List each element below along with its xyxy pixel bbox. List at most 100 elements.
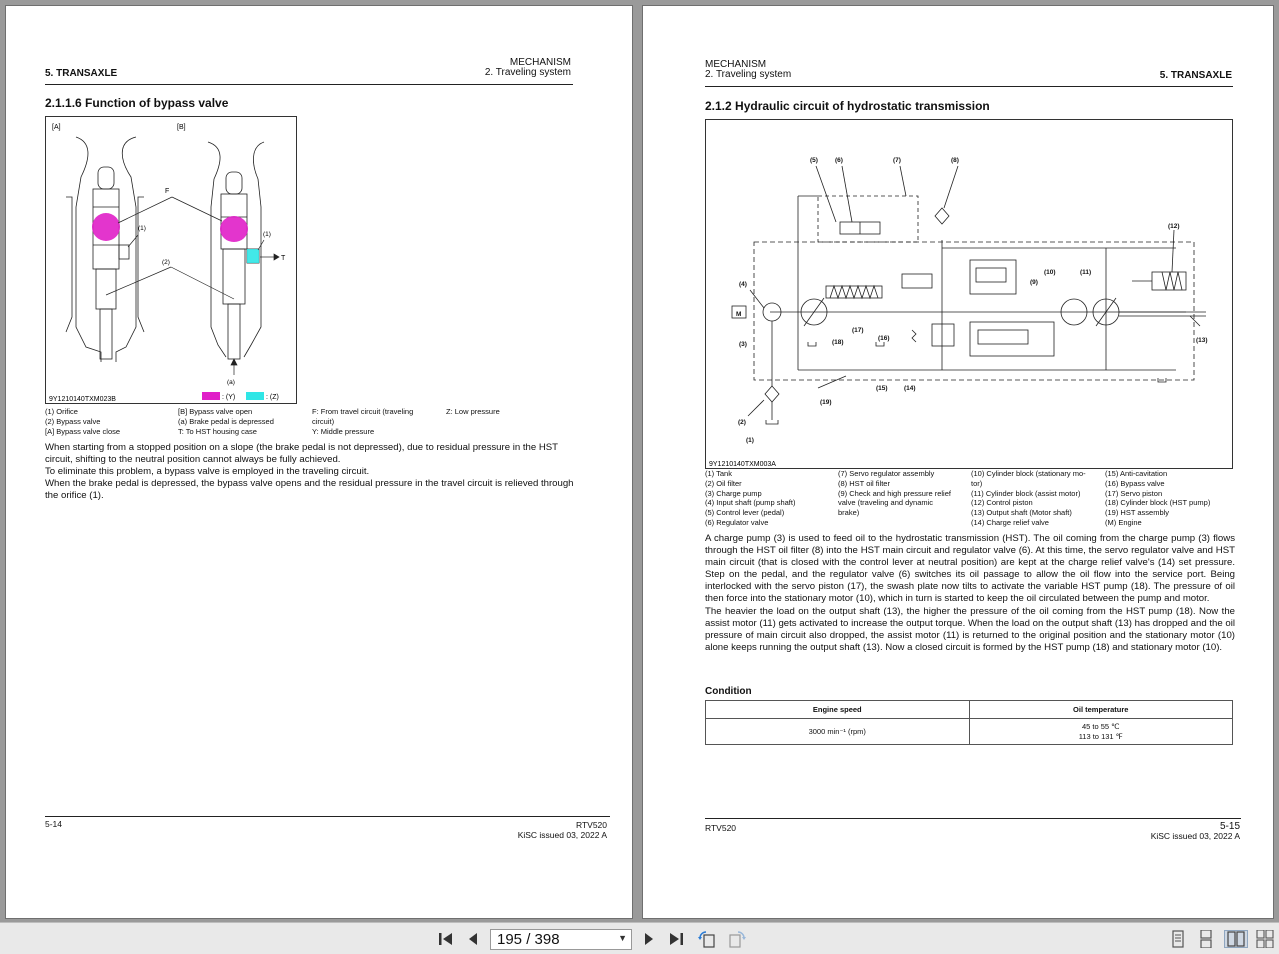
key-z-label: : (Z) — [266, 394, 279, 401]
legend-item: valve (traveling and dynamic — [838, 498, 934, 508]
footer-rule — [705, 818, 1241, 819]
label-orifice-b: (1) — [263, 231, 271, 238]
panel-b-label: [B] — [177, 124, 186, 131]
footer-model: RTV520 — [575, 820, 607, 830]
hydraulic-circuit-diagram: (5) (6) (7) (8) (12) (4) M (3) (17) (18)… — [709, 157, 1208, 468]
legend-item: (7) Servo regulator assembly — [838, 469, 935, 478]
legend-item: (15) Anti-cavitation — [1105, 469, 1168, 478]
legend-item: (6) Regulator valve — [705, 517, 769, 527]
footer-issue: KiSC issued 03, 2022 A — [517, 829, 607, 840]
label-orifice-a: (1) — [138, 225, 146, 232]
legend-item: (17) Servo piston — [1105, 488, 1163, 498]
viewer-toolbar: 195 / 398 ▼ — [0, 922, 1279, 954]
body-text: When starting from a stopped position on… — [45, 442, 575, 502]
footer-info: 5-15 KiSC issued 03, 2022 A — [1151, 822, 1240, 841]
legend-item: (4) Input shaft (pump shaft) — [705, 498, 796, 508]
condition-table: Engine speed Oil temperature 3000 min⁻¹ … — [705, 700, 1233, 745]
key-y-label: : (Y) — [222, 394, 235, 401]
label-f: F — [165, 188, 169, 195]
key-y-swatch — [202, 392, 220, 400]
footer-page-number: 5-14 — [45, 819, 63, 829]
rotate-ccw-icon[interactable] — [696, 930, 718, 948]
hydraulic-circuit-figure: (5) (6) (7) (8) (12) (4) M (3) (17) (18)… — [705, 119, 1233, 469]
label-11: (11) — [1080, 269, 1091, 276]
page-number-select[interactable]: 195 / 398 ▼ — [490, 929, 632, 950]
legend-item: (14) Charge relief valve — [971, 517, 1049, 527]
paragraph: A charge pump (3) is used to feed oil to… — [705, 533, 1235, 605]
legend-col-1: (1) Orifice (2) Bypass valve [A] Bypass … — [45, 407, 120, 436]
legend-item: (3) Charge pump — [705, 488, 762, 498]
label-t: T — [281, 255, 286, 262]
paragraph: To eliminate this problem, a bypass valv… — [45, 466, 370, 478]
paragraph: When the brake pedal is depressed, the b… — [45, 478, 574, 502]
legend-col-2: [B] Bypass valve open (a) Brake pedal is… — [178, 407, 274, 436]
legend-item: (11) Cylinder block (assist motor) — [971, 488, 1081, 498]
last-page-icon[interactable] — [666, 930, 686, 948]
header-rule — [45, 84, 573, 85]
label-12: (12) — [1168, 223, 1180, 230]
section-header: MECHANISM 2. Traveling system — [705, 60, 791, 80]
legend-item: brake) — [838, 508, 860, 518]
legend-item: (13) Output shaft (Motor shaft) — [971, 508, 1072, 518]
rotate-cw-icon[interactable] — [726, 930, 748, 948]
footer-rule — [45, 816, 610, 817]
section-title: 2.1.2 Hydraulic circuit of hydrostatic t… — [705, 99, 990, 113]
label-13: (13) — [1196, 337, 1208, 344]
condition-title: Condition — [705, 686, 752, 697]
table-row: 3000 min⁻¹ (rpm) 45 to 55 ℃ 113 to 131 ℉ — [705, 718, 1233, 745]
footer-page-number: 5-15 — [1219, 821, 1240, 832]
label-9: (9) — [1030, 279, 1038, 286]
label-14: (14) — [904, 385, 916, 392]
two-page-continuous-icon[interactable] — [1254, 930, 1276, 948]
chevron-down-icon: ▼ — [618, 933, 627, 943]
legend-item: (5) Control lever (pedal) — [705, 508, 785, 518]
label-10: (10) — [1044, 269, 1056, 276]
first-page-icon[interactable] — [436, 930, 456, 948]
continuous-icon[interactable] — [1196, 930, 1216, 948]
label-7: (7) — [893, 157, 901, 164]
paragraph: The heavier the load on the output shaft… — [705, 605, 1235, 653]
legend-item: F: From travel circuit (traveling — [312, 407, 414, 416]
label-bypass-valve: (2) — [162, 259, 170, 266]
legend-item: tor) — [971, 478, 983, 488]
section-header: MECHANISM 2. Traveling system — [485, 58, 571, 78]
legend-item: Y: Middle pressure — [312, 426, 375, 436]
legend-item: (12) Control piston — [971, 498, 1033, 508]
single-page-icon[interactable] — [1168, 930, 1188, 948]
label-4: (4) — [739, 281, 747, 288]
label-17: (17) — [852, 327, 864, 334]
legend-item: (8) HST oil filter — [838, 478, 890, 488]
header-line-1: MECHANISM — [509, 57, 571, 68]
legend-col-4: Z: Low pressure — [446, 407, 500, 417]
legend-col-4: (15) Anti-cavitation (16) Bypass valve (… — [1105, 469, 1210, 528]
label-3: (3) — [739, 341, 747, 348]
legend-item: (16) Bypass valve — [1105, 478, 1165, 488]
legend-item: (M) Engine — [1105, 517, 1142, 527]
label-16: (16) — [878, 335, 890, 342]
header-rule — [705, 86, 1233, 87]
legend-col-2: (7) Servo regulator assembly (8) HST oil… — [838, 469, 951, 518]
table-cell-temperature: 45 to 55 ℃ 113 to 131 ℉ — [968, 718, 1233, 745]
label-2: (2) — [738, 419, 746, 426]
prev-page-icon[interactable] — [464, 930, 482, 948]
legend-item: (2) Oil filter — [705, 478, 742, 488]
footer-issue: KiSC issued 03, 2022 A — [1150, 830, 1240, 841]
section-title: 2.1.1.6 Function of bypass valve — [45, 96, 229, 110]
chapter-header: 5. TRANSAXLE — [1159, 70, 1232, 81]
label-6: (6) — [835, 157, 843, 164]
header-line-1: MECHANISM — [705, 59, 767, 70]
bypass-valve-drawing: [A] [B] F (1) (1) (2) T (a) 9Y1210140TXM… — [49, 124, 286, 403]
two-page-icon[interactable] — [1224, 930, 1248, 948]
temp-celsius: 45 to 55 ℃ — [1081, 721, 1120, 731]
legend-item: T: To HST housing case — [178, 426, 257, 436]
label-5: (5) — [810, 157, 818, 164]
label-8: (8) — [951, 157, 959, 164]
legend-col-3: (10) Cylinder block (stationary mo- tor)… — [971, 469, 1086, 528]
bypass-valve-figure: [A] [B] F (1) (1) (2) T (a) 9Y1210140TXM… — [45, 116, 297, 404]
panel-a-label: [A] — [52, 124, 61, 131]
label-a: (a) — [227, 379, 235, 386]
legend-item: Z: Low pressure — [446, 407, 500, 416]
right-page: MECHANISM 2. Traveling system 5. TRANSAX… — [642, 5, 1274, 919]
next-page-icon[interactable] — [640, 930, 658, 948]
table-header: Oil temperature — [968, 700, 1233, 719]
